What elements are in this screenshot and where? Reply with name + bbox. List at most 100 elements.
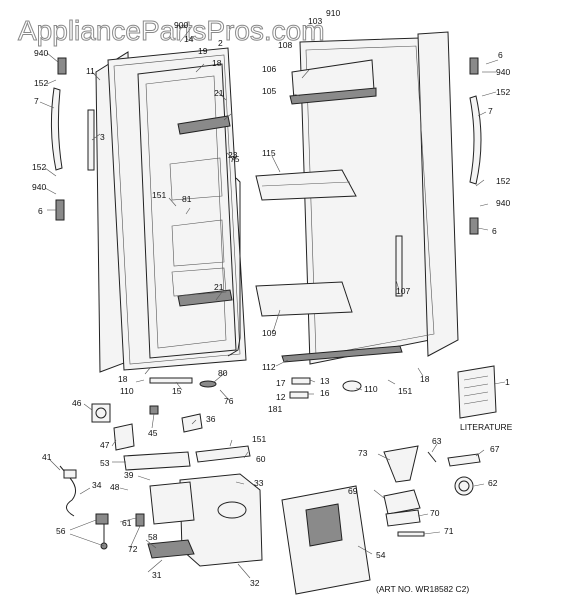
callout-13: 13 <box>320 376 330 386</box>
callout-75: 75 <box>230 154 240 164</box>
callout-12: 12 <box>276 392 286 402</box>
rod-71 <box>397 531 425 537</box>
callout-69: 69 <box>348 486 358 496</box>
bracket-12 <box>289 391 309 399</box>
callout-152: 152 <box>32 162 46 172</box>
callout-31: 31 <box>152 570 162 580</box>
ring-62 <box>454 476 474 496</box>
trim-112 <box>281 345 403 363</box>
switch-46 <box>91 403 111 423</box>
bracket-17 <box>291 377 311 385</box>
callout-18: 18 <box>212 58 222 68</box>
callout-61: 61 <box>122 518 132 528</box>
callout-107: 107 <box>396 286 410 296</box>
fresh-food-outer-door <box>417 31 459 357</box>
callout-103: 103 <box>308 16 322 26</box>
callout-34: 34 <box>92 480 102 490</box>
callout-3: 3 <box>100 132 105 142</box>
leader-lines <box>39 27 506 579</box>
callout-151: 151 <box>252 434 266 444</box>
callout-56: 56 <box>56 526 66 536</box>
callout-940: 940 <box>496 67 510 77</box>
callout-54: 54 <box>376 550 386 560</box>
callout-41: 41 <box>42 452 52 462</box>
trim-60 <box>195 445 251 463</box>
callout-6: 6 <box>498 50 503 60</box>
callout-910: 910 <box>326 8 340 18</box>
watermark: AppliancePartsPros.com <box>18 15 325 46</box>
chute-73 <box>383 445 419 483</box>
callout-72: 72 <box>128 544 138 554</box>
callout-18: 18 <box>420 374 430 384</box>
bracket-67 <box>447 453 481 467</box>
callout-152: 152 <box>496 87 510 97</box>
callout-60: 60 <box>256 454 266 464</box>
callout-48: 48 <box>110 482 120 492</box>
callout-81: 81 <box>182 194 192 204</box>
callout-900: 900 <box>174 20 188 30</box>
callout-108: 108 <box>278 40 292 50</box>
right-handle-assembly <box>469 57 482 235</box>
callout-151: 151 <box>398 386 412 396</box>
callout-2: 2 <box>218 38 223 48</box>
callout-63: 63 <box>432 436 442 446</box>
actuator-45 <box>149 405 159 415</box>
freezer-door-liner <box>137 63 237 359</box>
left-handle-assembly <box>50 57 95 221</box>
callout-33: 33 <box>254 478 264 488</box>
lever-36 <box>181 413 203 433</box>
clip-72 <box>135 513 145 527</box>
callout-76: 76 <box>224 396 234 406</box>
grill-31 <box>147 539 195 559</box>
door-bin-109 <box>255 281 353 317</box>
callout-17: 17 <box>276 378 286 388</box>
hinge-15 <box>149 377 193 384</box>
dispenser-assembly <box>59 403 481 595</box>
handle-left <box>50 87 63 171</box>
handle-cap-top-right <box>469 57 479 75</box>
freezer-shelf-top <box>177 115 231 135</box>
callout-6: 6 <box>492 226 497 236</box>
callout-112: 112 <box>262 362 276 372</box>
callout-45: 45 <box>148 428 158 438</box>
cap-110 <box>342 380 362 392</box>
freezer-shelf-bottom <box>177 289 233 307</box>
callout-36: 36 <box>206 414 216 424</box>
fresh-food-door-assembly <box>255 31 459 399</box>
callout-70: 70 <box>430 508 440 518</box>
handle-right <box>469 95 482 185</box>
callout-16: 16 <box>320 388 330 398</box>
callout-39: 39 <box>124 470 134 480</box>
door-bin-115 <box>255 169 357 201</box>
callout-32: 32 <box>250 578 260 588</box>
cover-53 <box>123 451 191 471</box>
callout-940: 940 <box>32 182 46 192</box>
callout-14: 14 <box>184 34 194 44</box>
literature-label: LITERATURE <box>460 422 513 432</box>
callout-21: 21 <box>214 282 224 292</box>
freezer-door-assembly <box>95 47 247 388</box>
callout-152: 152 <box>496 176 510 186</box>
callout-7: 7 <box>488 106 493 116</box>
callout-181: 181 <box>268 404 282 414</box>
callout-151: 151 <box>152 190 166 200</box>
handle-cap-top-left <box>57 57 67 75</box>
literature-booklet: LITERATURE <box>457 365 513 432</box>
callout-105: 105 <box>262 86 276 96</box>
callout-18: 18 <box>118 374 128 384</box>
handle-cap-bottom-left <box>55 199 65 221</box>
callout-46: 46 <box>72 398 82 408</box>
callout-115: 115 <box>262 148 276 158</box>
callout-940: 940 <box>496 198 510 208</box>
callout-110: 110 <box>120 386 134 396</box>
callout-152: 152 <box>34 78 48 88</box>
callout-67: 67 <box>490 444 500 454</box>
art-number: (ART NO. WR18582 C2) <box>376 584 469 594</box>
callout-940: 940 <box>34 48 48 58</box>
callout-7: 7 <box>34 96 39 106</box>
callout-71: 71 <box>444 526 454 536</box>
handle-cap-bottom-right <box>469 217 479 235</box>
